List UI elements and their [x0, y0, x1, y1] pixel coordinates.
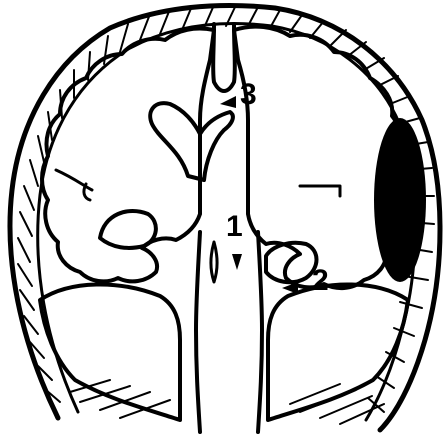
label-2: 2: [312, 264, 329, 297]
left-temporal-lobe: [100, 211, 156, 248]
skull-base-hatching: [70, 380, 384, 424]
left-fossa-floor: [40, 284, 180, 420]
epidural-hematoma: [374, 118, 426, 282]
left-hemisphere-outline: [42, 28, 214, 281]
arrow-3-left: [220, 96, 236, 108]
left-sylvian-fissure: [56, 170, 92, 200]
right-sylvian-fissure: [300, 186, 340, 196]
arrow-1-down: [232, 254, 242, 270]
skull-base: [40, 284, 408, 424]
interhemispheric-fissure: [213, 24, 235, 91]
label-1: 1: [226, 210, 243, 243]
label-3: 3: [240, 78, 257, 111]
lateral-ventricle: [150, 103, 233, 180]
third-ventricle: [211, 242, 217, 282]
brainstem: [196, 232, 262, 432]
cerebrum: [42, 24, 403, 288]
skull-hatching: [18, 5, 434, 412]
